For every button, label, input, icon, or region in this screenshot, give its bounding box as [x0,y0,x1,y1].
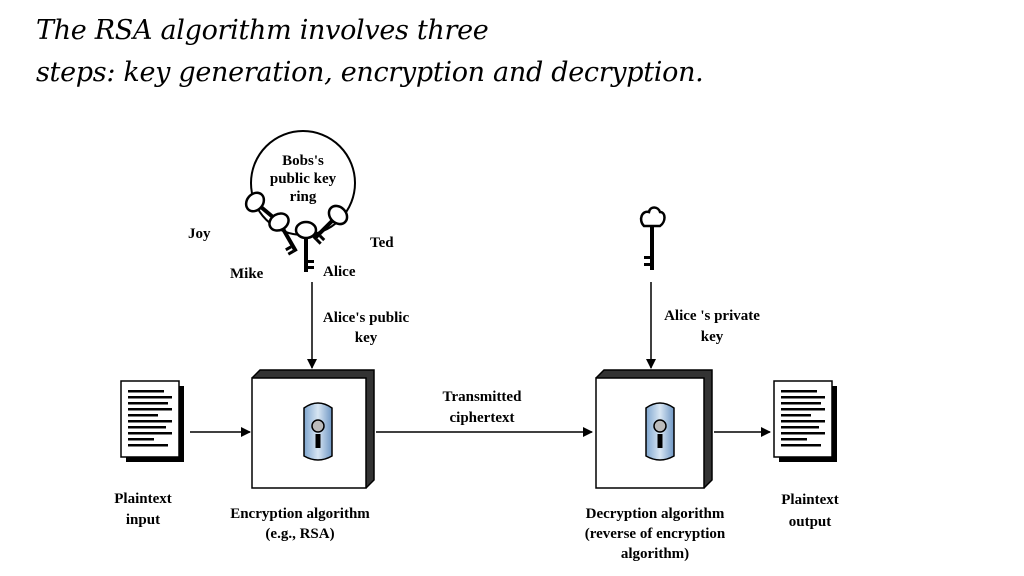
public-key-ring: Bobs's public key ring [250,130,356,236]
key-ring-label-2: public key [270,171,337,187]
encryption-label-1: Encryption algorithm [230,506,370,522]
decryption-label-3: algorithm) [621,546,689,562]
key-owner-alice: Alice [323,264,356,280]
private-key-icon [639,206,666,270]
private-key-label-1: Alice 's private [664,308,760,324]
private-key-label-2: key [701,329,724,345]
decryption-label-2: (reverse of encryption [585,526,726,542]
encryption-label-2: (e.g., RSA) [265,526,334,542]
transmitted-label-1: Transmitted [443,389,523,405]
key-icon-mike [268,212,298,256]
decryption-label-1: Decryption algorithm [586,506,725,522]
key-owner-joy: Joy [188,226,211,242]
key-ring-label-3: ring [290,189,317,205]
plaintext-output-document [773,380,837,462]
slide-title: The RSA algorithm involves three steps: … [36,10,704,94]
public-key-label-2: key [355,330,378,346]
plaintext-input-label-2: input [126,512,160,528]
key-owner-mike: Mike [230,266,264,282]
lock-icon [645,402,675,461]
key-ring-label-1: Bobs's [282,153,324,169]
plaintext-input-label-1: Plaintext [114,491,172,507]
title-line-1: The RSA algorithm involves three [36,15,489,46]
key-icon-alice [294,220,318,272]
plaintext-output-label-1: Plaintext [781,492,839,508]
plaintext-input-document [120,380,184,462]
key-icon-ted [312,204,349,245]
plaintext-output-label-2: output [789,514,832,530]
transmitted-label-2: ciphertext [450,410,515,426]
lock-icon [303,402,333,461]
title-line-2: steps: key generation, encryption and de… [36,57,704,88]
public-key-label-1: Alice's public [323,310,410,326]
key-owner-ted: Ted [370,235,394,251]
